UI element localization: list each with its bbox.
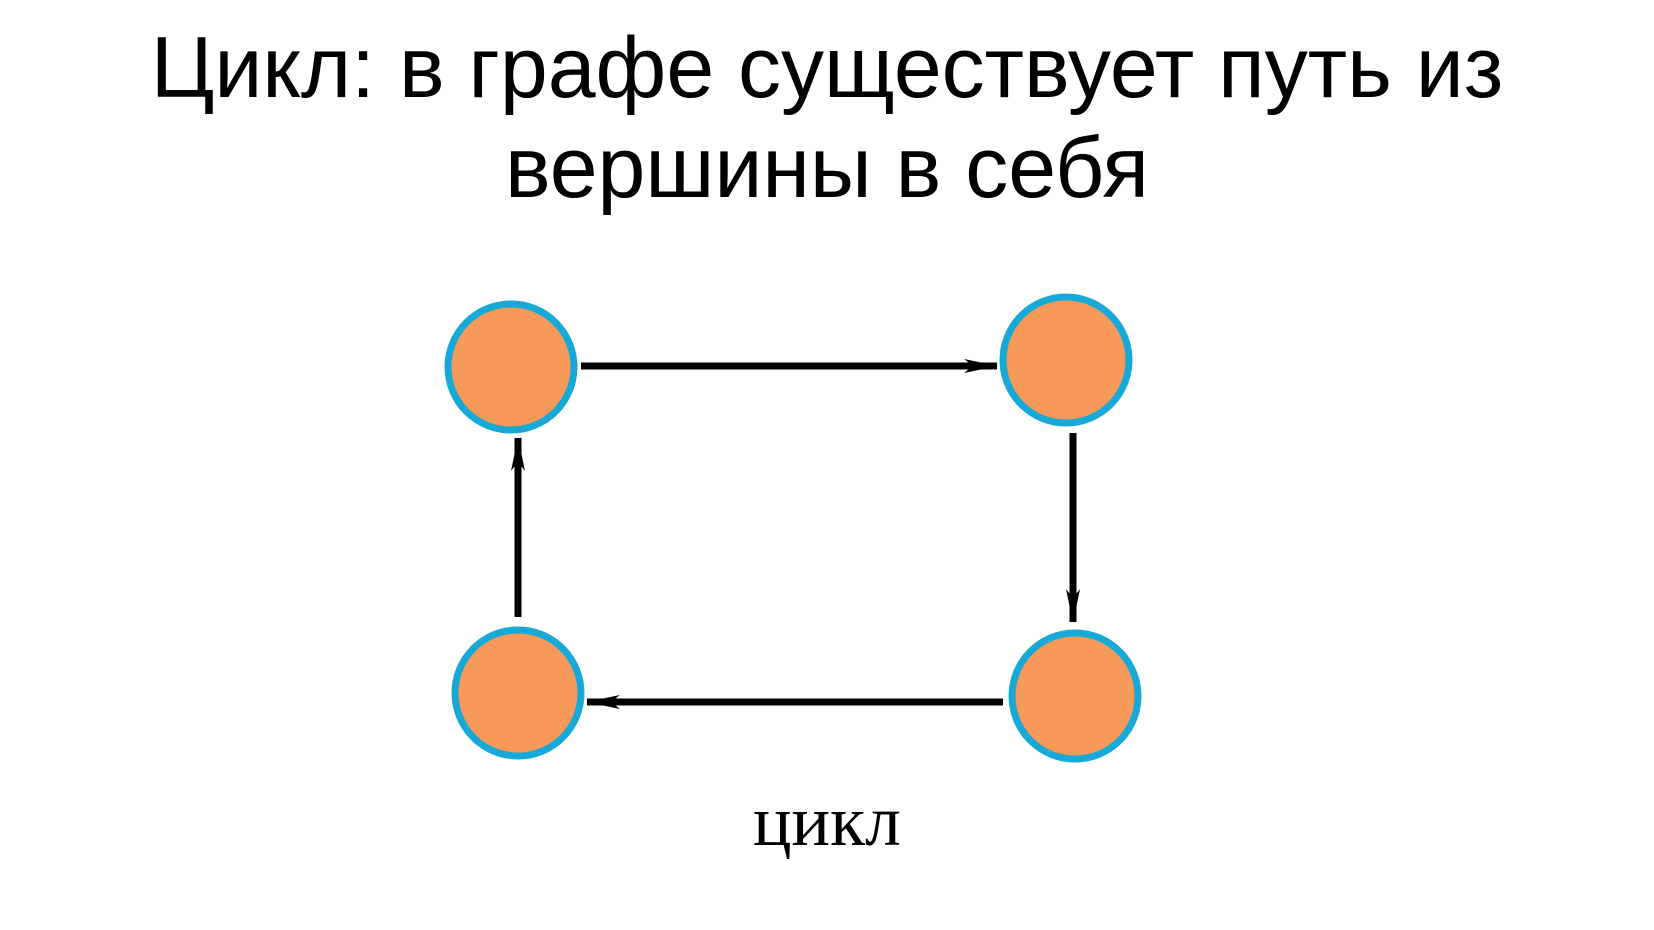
slide-title: Цикл: в графе существует путь из вершины… <box>0 18 1654 218</box>
slide-title-line-1: Цикл: в графе существует путь из <box>150 20 1504 116</box>
node-bottom-right <box>1008 629 1142 763</box>
node-bottom-left <box>451 626 585 760</box>
node-top-left <box>444 300 578 434</box>
diagram-caption: цикл <box>753 781 901 861</box>
node-top-right <box>999 293 1133 427</box>
slide-title-line-2: вершины в себя <box>505 120 1149 216</box>
